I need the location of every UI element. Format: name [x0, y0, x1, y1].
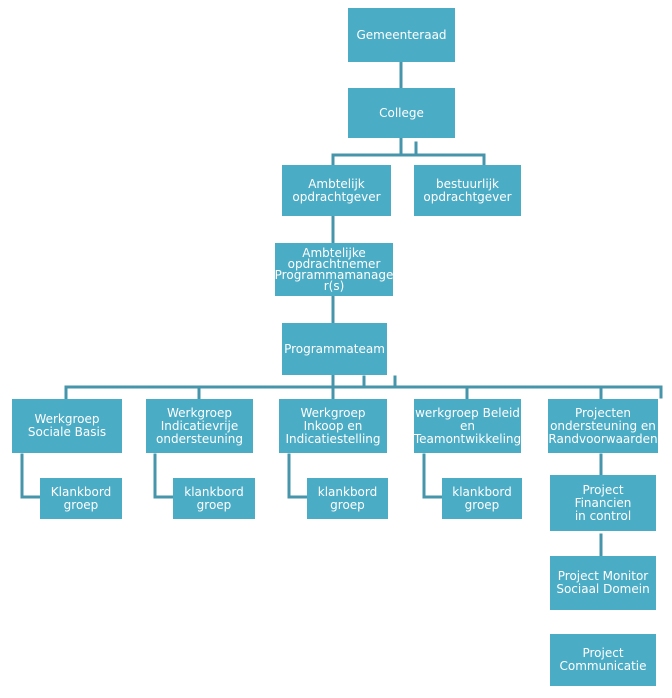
- node-bestuurlijk-opdrachtgever: bestuurlijk opdrachtgever: [414, 165, 521, 216]
- node-werkgroep-inkoop: Werkgroep Inkoop en Indicatiestelling: [279, 399, 387, 453]
- node-ambtelijk-opdrachtgever: Ambtelijk opdrachtgever: [282, 165, 391, 216]
- node-werkgroep-beleid: werkgroep Beleid en Teamontwikkeling: [414, 399, 521, 453]
- node-projecten-ondersteuning: Projecten ondersteuning en Randvoorwaard…: [548, 399, 658, 453]
- node-klankbord-groep-2: klankbord groep: [173, 478, 255, 519]
- node-programmateam: Programmateam: [282, 323, 387, 375]
- node-klankbord-groep-1: Klankbord groep: [40, 478, 122, 519]
- node-klankbord-groep-4: klankbord groep: [442, 478, 522, 519]
- node-project-financien: Project Financien in control: [550, 475, 656, 531]
- node-gemeenteraad: Gemeenteraad: [348, 8, 455, 62]
- node-college: College: [348, 88, 455, 138]
- node-project-monitor: Project Monitor Sociaal Domein: [550, 556, 656, 610]
- node-werkgroep-sociale-basis: Werkgroep Sociale Basis: [12, 399, 122, 453]
- node-ambtelijke-opdrachtnemer: Ambtelijke opdrachtnemer Programmamanage…: [275, 243, 393, 296]
- node-werkgroep-indicatievrije: Werkgroep Indicatievrije ondersteuning: [146, 399, 253, 453]
- node-klankbord-groep-3: klankbord groep: [307, 478, 388, 519]
- node-project-communicatie: Project Communicatie: [550, 634, 656, 686]
